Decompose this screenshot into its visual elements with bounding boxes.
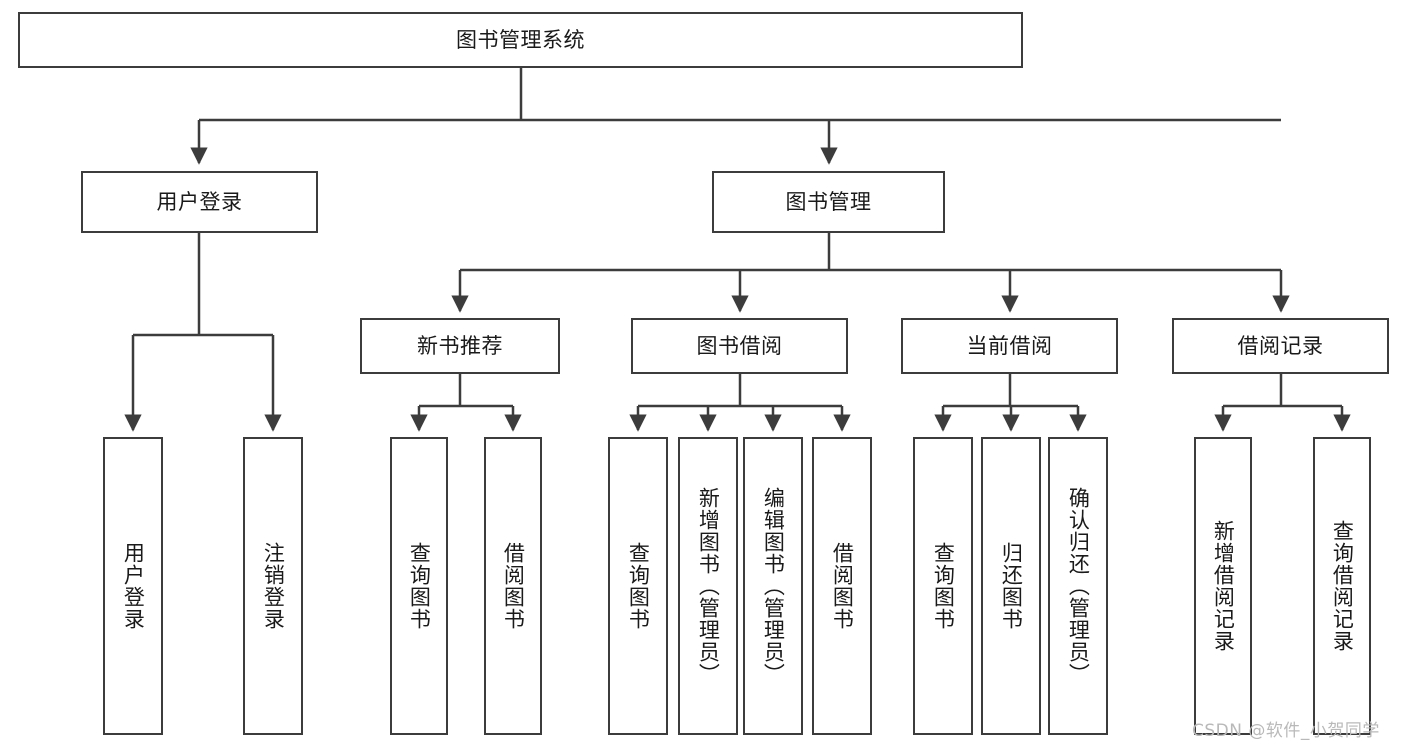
node-leaf-edit-book-label: 编辑图书（管理员） — [761, 487, 786, 685]
node-leaf-borrow-book-2[interactable]: 借阅图书 — [812, 437, 872, 735]
node-book-manage[interactable]: 图书管理 — [712, 171, 945, 233]
node-borrow-record[interactable]: 借阅记录 — [1172, 318, 1389, 374]
node-leaf-logout[interactable]: 注销登录 — [243, 437, 303, 735]
node-leaf-add-book-label: 新增图书（管理员） — [696, 487, 721, 685]
node-leaf-query-record-label: 查询借阅记录 — [1330, 520, 1355, 652]
node-leaf-query-book-2-label: 查询图书 — [626, 542, 651, 630]
node-leaf-user-login-label: 用户登录 — [121, 542, 146, 630]
node-leaf-logout-label: 注销登录 — [261, 542, 286, 630]
node-leaf-query-book-1[interactable]: 查询图书 — [390, 437, 448, 735]
node-user-login[interactable]: 用户登录 — [81, 171, 318, 233]
node-leaf-edit-book[interactable]: 编辑图书（管理员） — [743, 437, 803, 735]
node-new-book-recommend[interactable]: 新书推荐 — [360, 318, 560, 374]
node-leaf-query-book-1-label: 查询图书 — [407, 542, 432, 630]
node-root-label: 图书管理系统 — [456, 27, 585, 52]
node-leaf-return-book[interactable]: 归还图书 — [981, 437, 1041, 735]
node-current-borrow[interactable]: 当前借阅 — [901, 318, 1118, 374]
node-root[interactable]: 图书管理系统 — [18, 12, 1023, 68]
node-leaf-confirm-return[interactable]: 确认归还（管理员） — [1048, 437, 1108, 735]
node-leaf-query-book-2[interactable]: 查询图书 — [608, 437, 668, 735]
node-book-borrow-label: 图书借阅 — [696, 333, 783, 358]
node-leaf-return-book-label: 归还图书 — [999, 542, 1024, 630]
node-current-borrow-label: 当前借阅 — [966, 333, 1053, 358]
node-leaf-borrow-book-1[interactable]: 借阅图书 — [484, 437, 542, 735]
node-leaf-add-record-label: 新增借阅记录 — [1211, 520, 1236, 652]
node-user-login-label: 用户登录 — [156, 189, 243, 214]
node-leaf-query-record[interactable]: 查询借阅记录 — [1313, 437, 1371, 735]
node-book-manage-label: 图书管理 — [785, 189, 872, 214]
node-leaf-confirm-return-label: 确认归还（管理员） — [1066, 487, 1091, 685]
node-leaf-add-record[interactable]: 新增借阅记录 — [1194, 437, 1252, 735]
node-borrow-record-label: 借阅记录 — [1237, 333, 1324, 358]
node-leaf-user-login[interactable]: 用户登录 — [103, 437, 163, 735]
node-leaf-query-book-3-label: 查询图书 — [931, 542, 956, 630]
node-leaf-query-book-3[interactable]: 查询图书 — [913, 437, 973, 735]
node-book-borrow[interactable]: 图书借阅 — [631, 318, 848, 374]
node-leaf-borrow-book-1-label: 借阅图书 — [501, 542, 526, 630]
node-new-book-recommend-label: 新书推荐 — [417, 333, 503, 358]
node-leaf-borrow-book-2-label: 借阅图书 — [830, 542, 855, 630]
node-leaf-add-book[interactable]: 新增图书（管理员） — [678, 437, 738, 735]
